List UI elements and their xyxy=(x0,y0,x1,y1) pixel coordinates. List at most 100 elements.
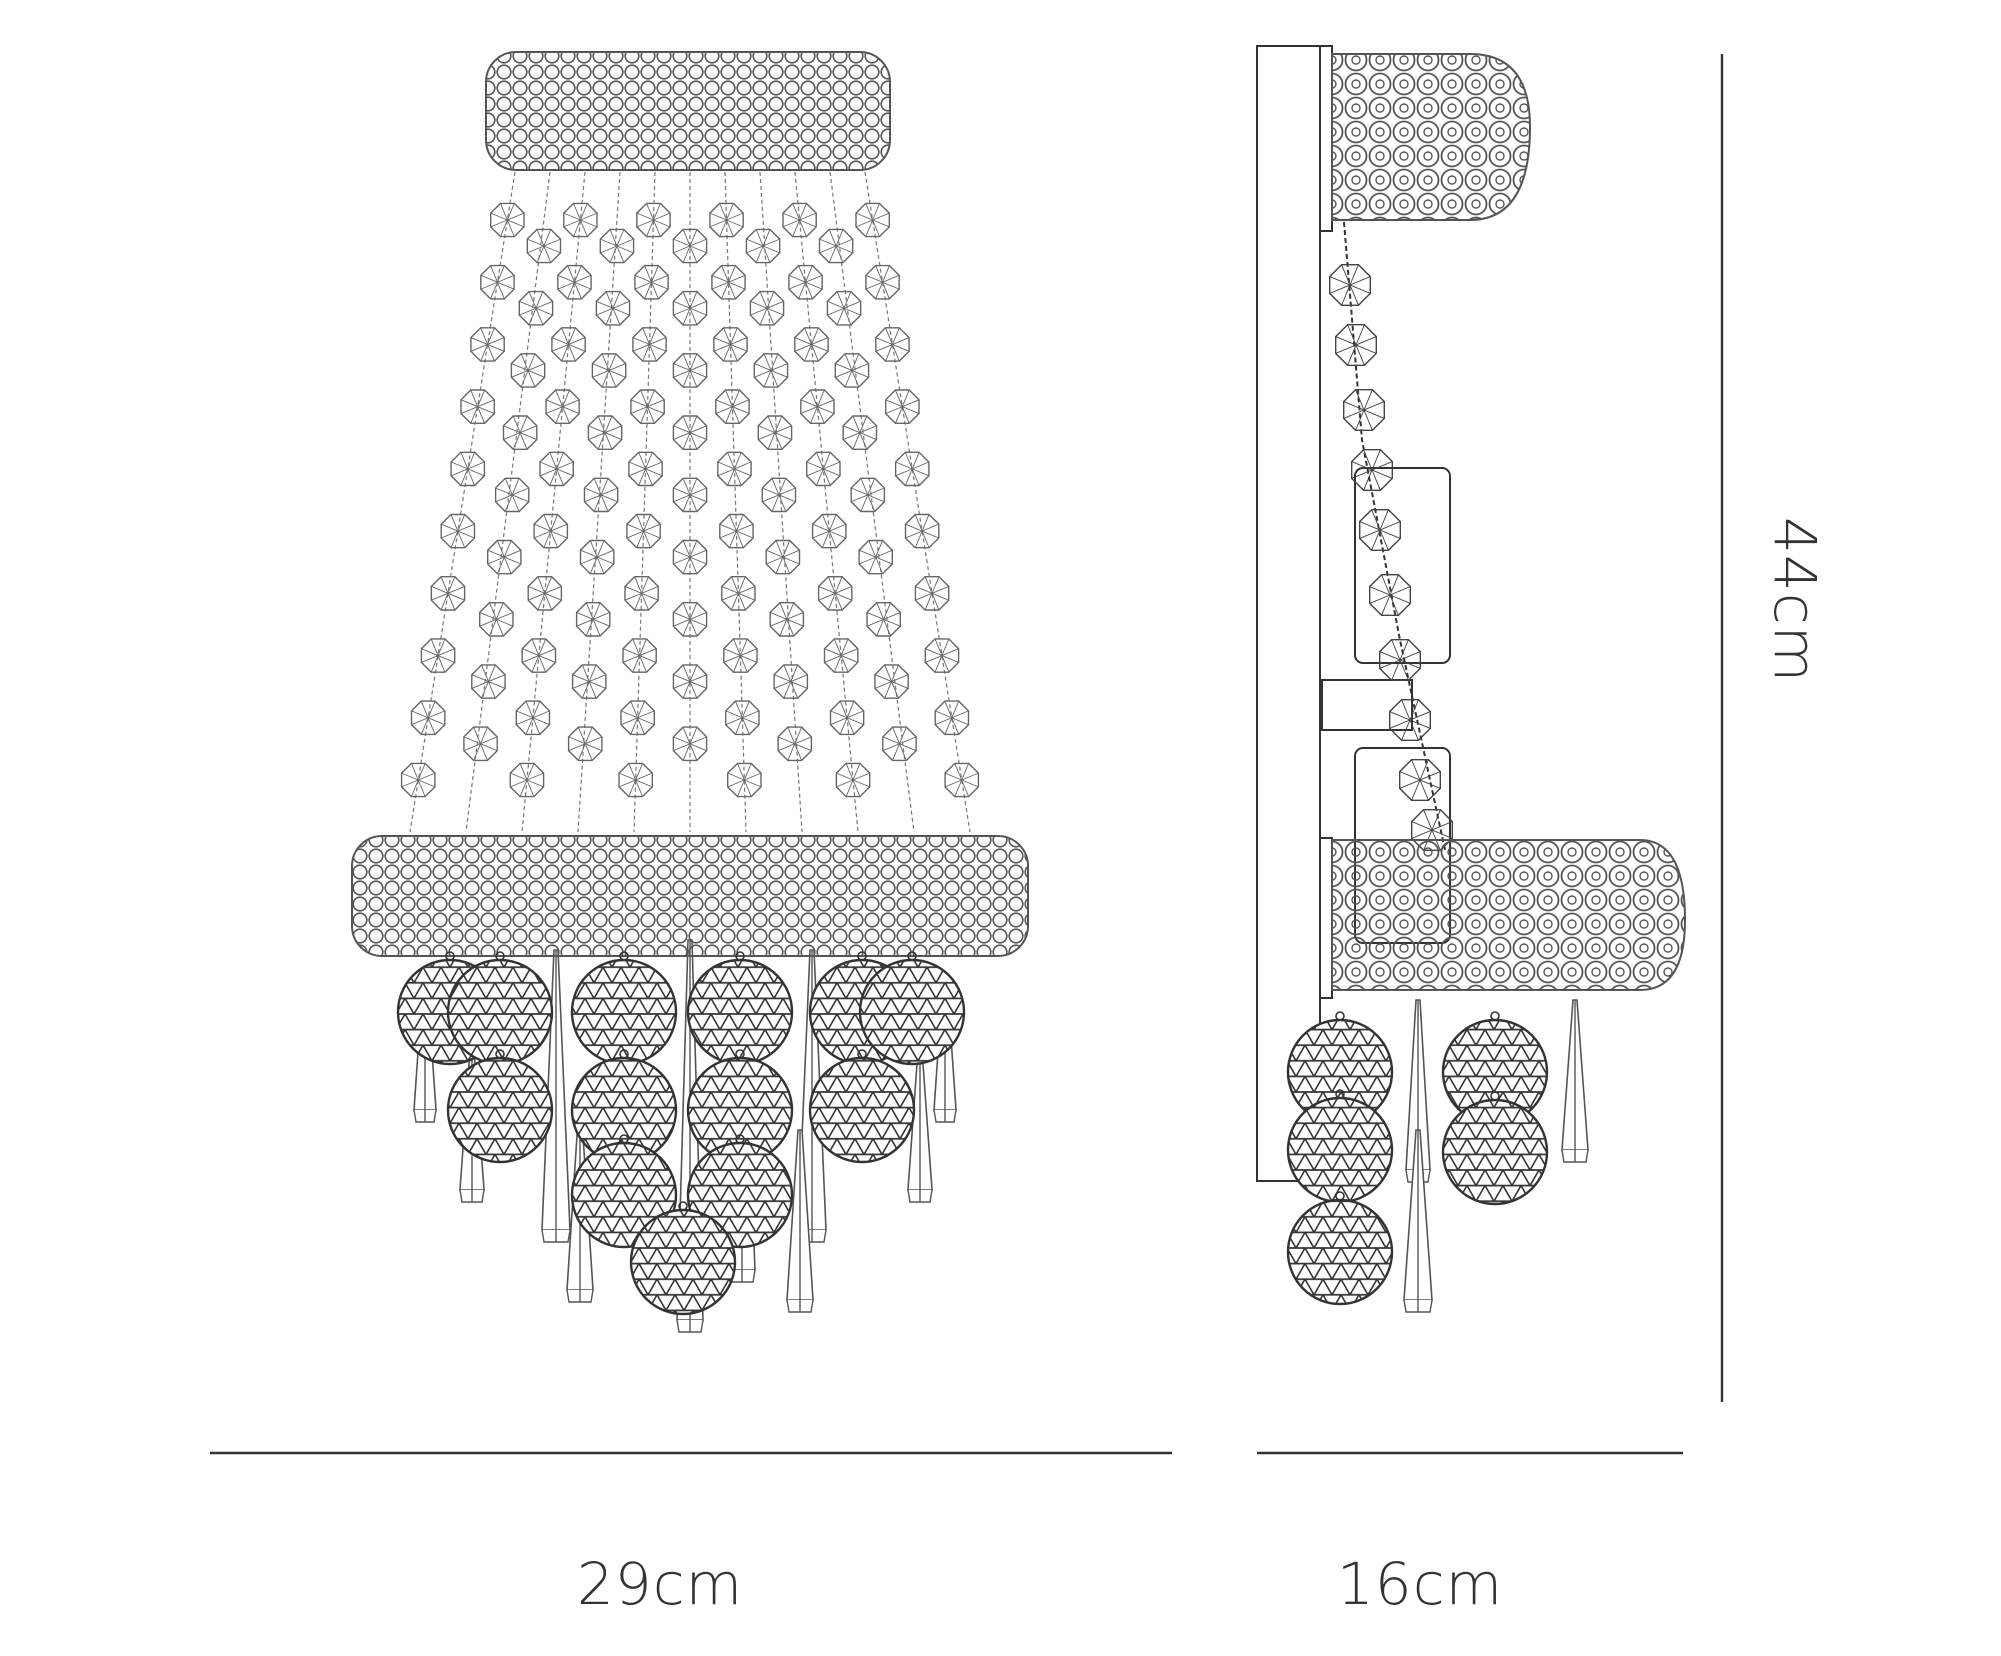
crown-band xyxy=(485,51,891,171)
chain-bead xyxy=(1350,449,1394,491)
side-icicle-drop xyxy=(1561,999,1589,1163)
strand-bead xyxy=(914,576,950,611)
crystal-ball xyxy=(629,1201,737,1316)
crystal-ball xyxy=(686,1134,794,1249)
bead-strands xyxy=(400,171,980,833)
strand-bead xyxy=(400,762,436,798)
width-label: 29cm xyxy=(576,1550,744,1618)
strand-bead xyxy=(490,202,525,238)
strand-bead xyxy=(494,477,530,513)
strand-bead xyxy=(715,389,750,424)
strand-bead xyxy=(479,602,514,637)
side-crystal-ball xyxy=(1441,1091,1549,1206)
crystal-ball xyxy=(570,1134,678,1249)
strand-bead xyxy=(620,700,655,736)
strand-bead xyxy=(817,576,853,611)
strand-bead xyxy=(719,513,754,549)
strand-bead xyxy=(583,477,619,513)
strand-bead xyxy=(835,762,871,798)
side-crystal-ball xyxy=(1441,1011,1549,1126)
dimension-lines xyxy=(210,54,1724,1455)
strand-bead xyxy=(749,290,785,326)
strand-bead xyxy=(515,700,551,736)
strand-bead xyxy=(834,353,870,388)
chain-bead xyxy=(1388,699,1432,741)
strand-bead xyxy=(727,762,762,798)
crystal-ball xyxy=(686,951,794,1066)
strand-bead xyxy=(672,602,708,637)
strand-bead xyxy=(563,202,598,238)
side-crown-band xyxy=(1331,53,1532,221)
strand-bead xyxy=(502,415,538,450)
strand-bead xyxy=(622,638,657,673)
chain-bead xyxy=(1334,324,1378,366)
strand-bead xyxy=(618,762,653,798)
strand-bead xyxy=(865,264,900,300)
strand-bead xyxy=(826,290,862,326)
strand-bead xyxy=(711,264,746,300)
strand-bead xyxy=(480,264,515,300)
strand-bead xyxy=(717,451,752,487)
crystal-ball xyxy=(858,951,966,1066)
strand-bead xyxy=(672,664,708,699)
strand-bead xyxy=(632,327,667,362)
strand-bead xyxy=(904,513,940,549)
strand-bead xyxy=(420,638,456,673)
strand-bead xyxy=(777,726,813,762)
strand-bead xyxy=(725,700,760,736)
crystal-ball xyxy=(446,951,554,1066)
strand-bead xyxy=(924,638,960,673)
strand-bead xyxy=(450,451,486,487)
chain-bead xyxy=(1328,264,1372,306)
strand-bead xyxy=(463,726,498,762)
strand-bead xyxy=(440,513,476,549)
height-label: 44cm xyxy=(1761,516,1829,684)
side-bead-chain xyxy=(1328,221,1454,851)
crystal-ball xyxy=(808,1049,916,1164)
strand-bead xyxy=(769,602,805,637)
strand-bead xyxy=(624,576,659,611)
strand-bead xyxy=(672,353,708,388)
strand-bead xyxy=(723,638,758,673)
depth-label: 16cm xyxy=(1336,1550,1504,1618)
icicle-drop xyxy=(786,1129,814,1313)
chain-bead xyxy=(1378,639,1422,681)
strand-bead xyxy=(460,389,495,424)
strand-bead xyxy=(487,539,522,575)
strand-bead xyxy=(842,415,878,450)
strand-bead xyxy=(811,513,847,549)
side-crystal-drops xyxy=(1403,999,1589,1313)
chain-bead xyxy=(1342,389,1386,431)
strand-bead xyxy=(765,539,801,575)
front-view xyxy=(351,51,1029,1333)
strand-bead xyxy=(509,762,545,798)
strand-bead xyxy=(823,638,859,673)
strand-bead xyxy=(575,602,611,637)
strand-bead xyxy=(672,415,708,450)
strand-bead xyxy=(630,389,665,424)
strand-bead xyxy=(599,228,635,264)
strand-bead xyxy=(782,202,817,238)
chain-bead xyxy=(1358,509,1402,551)
strand-bead xyxy=(672,539,708,575)
strand-bead xyxy=(944,762,980,798)
strand-bead xyxy=(788,264,823,300)
strand-bead xyxy=(470,327,505,362)
strand-bead xyxy=(430,576,466,611)
side-view xyxy=(1256,45,1687,1313)
crystal-ball xyxy=(570,951,678,1066)
strand-bead xyxy=(533,513,569,549)
strand-bead xyxy=(761,477,797,513)
strand-bead xyxy=(672,290,708,326)
strand-bead xyxy=(713,327,748,362)
strand-bead xyxy=(866,602,901,637)
strand-bead xyxy=(551,327,586,362)
strand-bead xyxy=(526,228,562,264)
strand-bead xyxy=(518,290,554,326)
lower-band xyxy=(351,835,1029,957)
side-crystal-ball xyxy=(1286,1089,1394,1204)
strand-bead xyxy=(885,389,920,424)
strand-bead xyxy=(745,228,781,264)
crystal-ball xyxy=(446,1049,554,1164)
